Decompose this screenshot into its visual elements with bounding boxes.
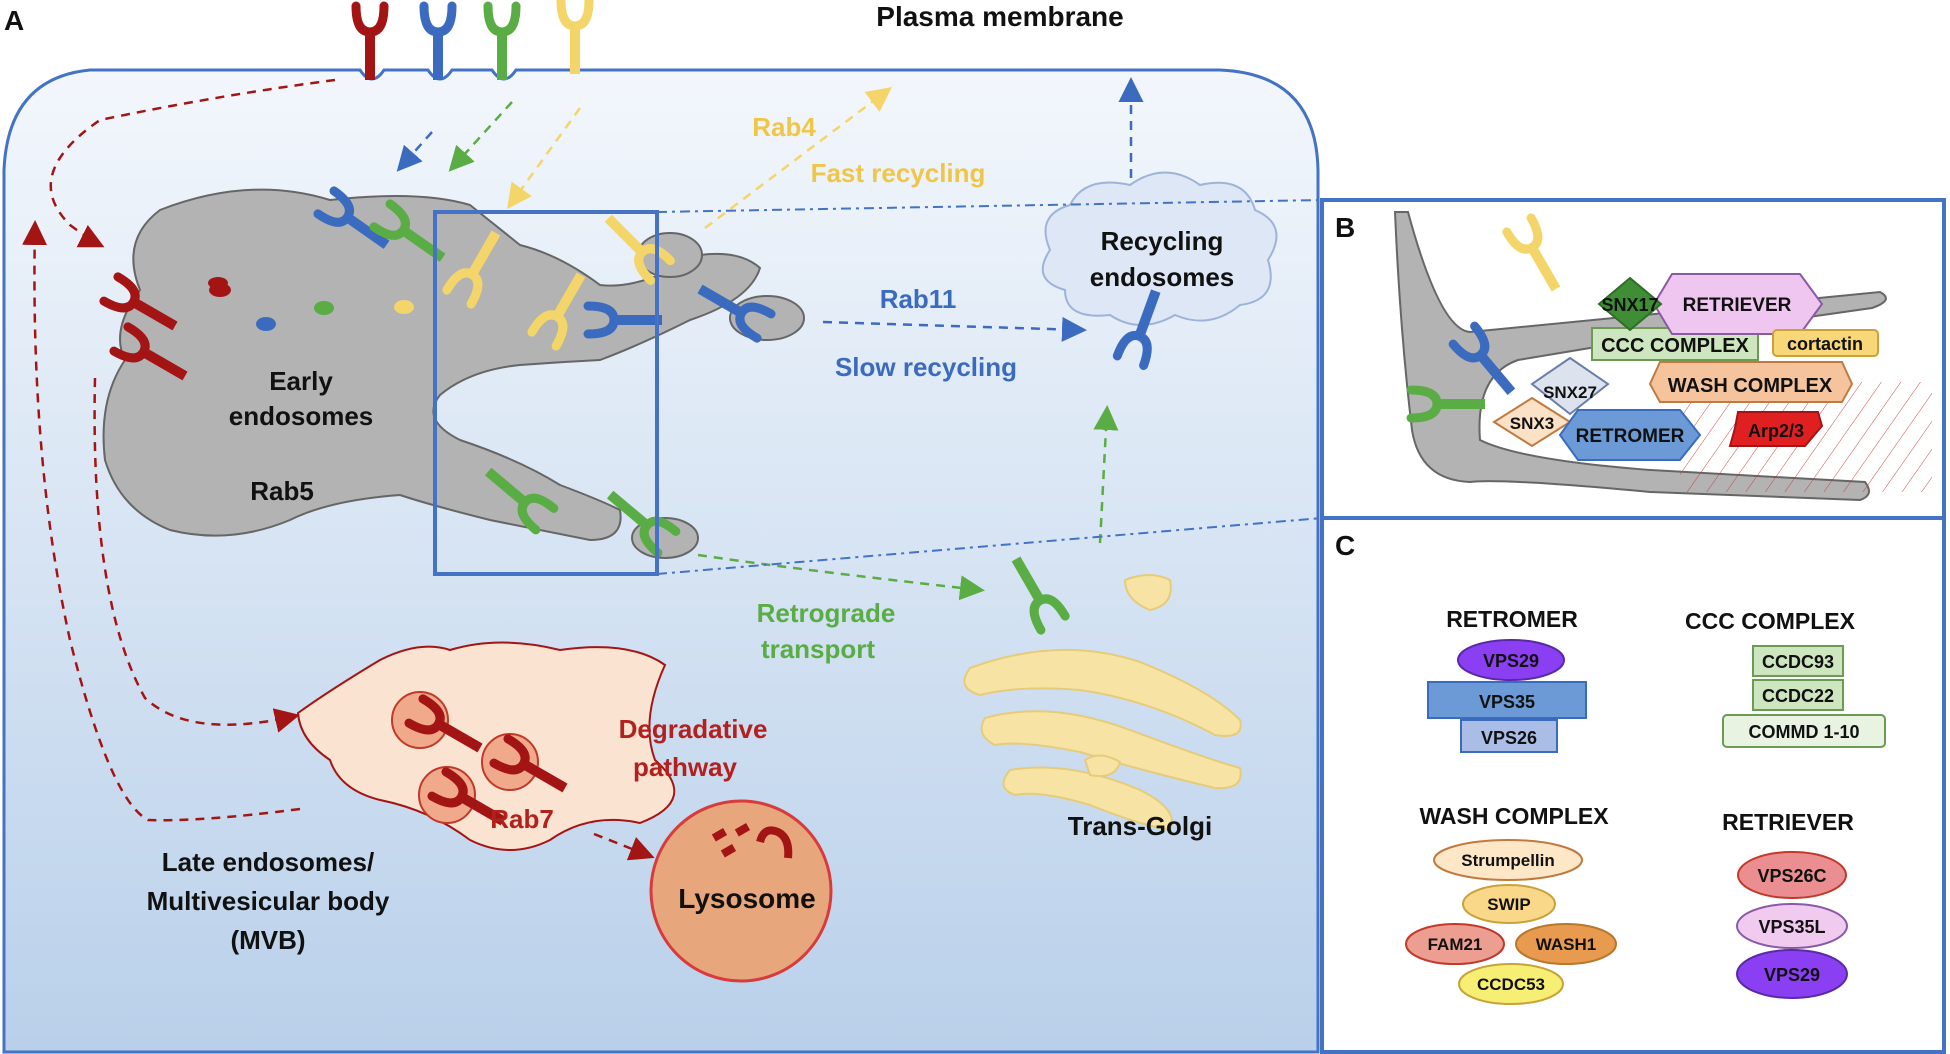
early-endosome: [102, 188, 762, 542]
retromer-title: RETROMER: [1446, 606, 1578, 632]
slow-recycling-label: Slow recycling: [835, 352, 1017, 382]
arrow-golgi-to-recycling: [1093, 405, 1119, 544]
snx17-diamond: [1597, 276, 1663, 332]
arrow-endocytosis-yellow: [507, 107, 582, 210]
retriever-vps35l-label: VPS35L: [1758, 917, 1825, 937]
plasma-membrane-label: Plasma membrane: [876, 1, 1123, 32]
late-endosomes-label-3: (MVB): [230, 925, 305, 955]
panel-b-complexes: CCC COMPLEX RETRIEVER SNX17 cortactin WA…: [1492, 273, 1879, 461]
arrow-endocytosis-blue: [396, 131, 433, 172]
degradative-label-2: pathway: [633, 752, 738, 782]
ccc-ccdc22-label: CCDC22: [1762, 686, 1834, 706]
ccc-title: CCC COMPLEX: [1685, 608, 1856, 634]
cargo-dot-yellow: [394, 300, 414, 314]
wash-title: WASH COMPLEX: [1419, 803, 1609, 829]
early-endosomes-label-2: endosomes: [229, 401, 374, 431]
retromer-vps35: [1427, 681, 1587, 719]
arp23-label: Arp2/3: [1748, 421, 1804, 441]
rab7-label: Rab7: [490, 804, 554, 834]
snx27-diamond: [1530, 356, 1610, 416]
arp23-shape: [1728, 411, 1824, 447]
retromer-label: RETROMER: [1576, 426, 1685, 447]
retromer-vps29: [1457, 639, 1565, 681]
rab11-label: Rab11: [880, 284, 957, 314]
retrograde-label-1: Retrograde: [757, 598, 896, 628]
cortactin-label: cortactin: [1787, 334, 1863, 354]
retromer-vps35-label: VPS35: [1479, 692, 1535, 712]
snx27-label: SNX27: [1543, 383, 1597, 402]
arrow-to-lysosome: [593, 832, 655, 861]
panel-label-c: C: [1335, 530, 1355, 561]
trans-golgi-label: Trans-Golgi: [1068, 811, 1212, 841]
wash-swip: [1462, 884, 1556, 924]
endosome-tubule: [1393, 211, 1887, 502]
zoom-connector-top: [656, 199, 1323, 213]
cortactin-box: [1772, 329, 1879, 357]
retromer-hexagon: [1558, 409, 1702, 461]
wash-ccdc53: [1458, 963, 1564, 1005]
recycling-endosomes-label-1: Recycling: [1101, 226, 1224, 256]
ccc-complex-label: CCC COMPLEX: [1601, 335, 1749, 357]
trans-golgi: [963, 574, 1242, 832]
recycling-endosomes-label-2: endosomes: [1090, 262, 1235, 292]
cargo-dot-red: [208, 277, 228, 289]
wash-wash1-label: WASH1: [1536, 935, 1596, 954]
early-endosomes-label-1: Early: [269, 366, 333, 396]
wash-strumpellin-label: Strumpellin: [1461, 851, 1555, 870]
rab4-label: Rab4: [752, 112, 816, 142]
degraded-receptor-fragments: [711, 823, 793, 859]
snx17-label: SNX17: [1601, 295, 1658, 315]
arrow-fast-recycling: [704, 86, 892, 229]
retromer-vps26-label: VPS26: [1481, 728, 1537, 748]
wash-complex-shape: [1648, 361, 1854, 403]
trafficking-arrows: [22, 77, 1144, 861]
snx3-diamond: [1492, 396, 1572, 448]
late-endosomes-label-1: Late endosomes/: [162, 847, 374, 877]
snx3-label: SNX3: [1510, 414, 1554, 433]
wash-fam21-label: FAM21: [1428, 935, 1483, 954]
arrow-slow-recycling: [822, 316, 1087, 342]
wash-fam21: [1405, 923, 1505, 965]
ccc-ccdc22: [1752, 679, 1844, 711]
wash-swip-label: SWIP: [1487, 895, 1530, 914]
retriever-title: RETRIEVER: [1722, 809, 1854, 835]
cargo-dot-blue: [256, 317, 276, 331]
panel-label-a: A: [4, 5, 24, 36]
retriever-vps26c: [1737, 851, 1847, 899]
ccc-commd-label: COMMD 1-10: [1748, 722, 1859, 742]
degradative-label-1: Degradative: [619, 714, 768, 744]
lysosome-label: Lysosome: [678, 883, 815, 914]
retromer-vps29-label: VPS29: [1483, 651, 1539, 671]
retriever-vps29-label: VPS29: [1764, 965, 1820, 985]
wash-strumpellin: [1433, 839, 1583, 881]
ccc-commd: [1722, 714, 1886, 748]
retriever-vps29: [1736, 949, 1848, 999]
fast-recycling-label: Fast recycling: [811, 158, 986, 188]
retriever-label: RETRIEVER: [1683, 295, 1792, 316]
retriever-vps35l: [1736, 903, 1848, 949]
wash-complex-label: WASH COMPLEX: [1668, 375, 1833, 397]
cargo-dot-green: [314, 301, 334, 315]
panel-c-frame: [1320, 516, 1946, 1054]
zoom-box: [433, 210, 659, 576]
retromer-vps26: [1460, 719, 1558, 753]
receptor-yellow-surface: [561, 0, 589, 74]
ccc-ccdc93-label: CCDC93: [1762, 652, 1834, 672]
retriever-vps26c-label: VPS26C: [1757, 866, 1826, 886]
wash-wash1: [1515, 923, 1617, 965]
retrograde-label-2: transport: [761, 634, 875, 664]
late-endosomes-label-2: Multivesicular body: [147, 886, 390, 916]
zoom-connector-bottom: [656, 517, 1323, 575]
arrow-mvb-recycle: [22, 220, 301, 822]
ccc-ccdc93: [1752, 645, 1844, 677]
recycling-endosome: [1041, 171, 1278, 326]
panel-label-b: B: [1335, 212, 1355, 243]
wash-ccdc53-label: CCDC53: [1477, 975, 1545, 994]
rab5-label: Rab5: [250, 476, 314, 506]
